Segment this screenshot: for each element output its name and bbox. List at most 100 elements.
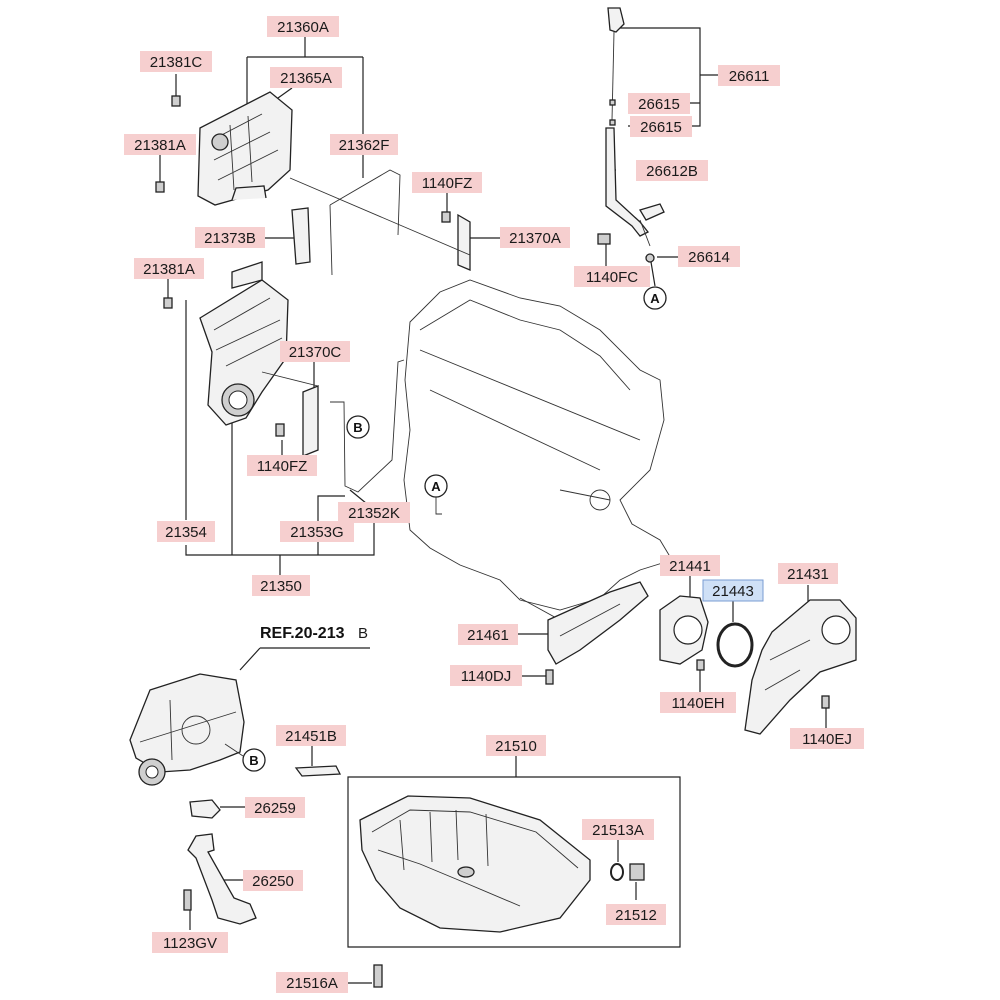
- label-21510[interactable]: 21510: [486, 735, 546, 756]
- timing-cover-gasket: [329, 169, 401, 276]
- label-21512-text: 21512: [615, 907, 657, 924]
- label-1123GV[interactable]: 1123GV: [152, 932, 228, 953]
- label-21513A-text: 21513A: [592, 822, 644, 839]
- circle-marker-b-mid: B: [346, 415, 370, 439]
- circle-marker-b-low: B: [224, 743, 266, 772]
- crank-rear-oil-seal: [716, 622, 754, 668]
- label-21362F-text: 21362F: [339, 137, 390, 154]
- circle-marker-a-top-text: A: [650, 291, 660, 306]
- label-26611-text: 26611: [729, 68, 770, 85]
- label-1140FZ-mid[interactable]: 1140FZ: [247, 455, 317, 476]
- label-21352K[interactable]: 21352K: [338, 502, 410, 523]
- lower-cover-gasket: [261, 371, 319, 457]
- label-21381A-mid[interactable]: 21381A: [134, 258, 204, 279]
- label-26611[interactable]: 26611: [718, 65, 780, 86]
- label-21510-text: 21510: [495, 738, 537, 755]
- label-1140DJ-text: 1140DJ: [461, 668, 512, 685]
- oil-pan-gasket: [547, 581, 649, 665]
- lower-timing-cover: [199, 261, 289, 426]
- label-1140EJ[interactable]: 1140EJ: [790, 728, 864, 749]
- rear-plate: [744, 599, 857, 735]
- label-21461[interactable]: 21461: [458, 624, 518, 645]
- upper-timing-cover: [197, 91, 293, 206]
- label-21370A-text: 21370A: [509, 230, 561, 247]
- label-21370A[interactable]: 21370A: [500, 227, 570, 248]
- label-21352K-text: 21352K: [348, 505, 400, 522]
- strainer-gasket: [189, 799, 221, 819]
- label-1140FZ-top-text: 1140FZ: [422, 175, 473, 192]
- oil-level-gauge: [597, 7, 665, 263]
- label-1140EH-text: 1140EH: [671, 695, 724, 712]
- label-21443[interactable]: 21443: [702, 579, 764, 602]
- label-21350[interactable]: 21350: [252, 575, 310, 596]
- cover-brackets: [289, 177, 471, 271]
- label-26612B-text: 26612B: [646, 163, 698, 180]
- label-21461-text: 21461: [467, 627, 509, 644]
- circle-marker-a-top: A: [643, 286, 667, 310]
- circle-marker-b-low-text: B: [249, 753, 258, 768]
- label-26250-text: 26250: [252, 873, 294, 890]
- label-21443-text: 21443: [712, 583, 754, 600]
- label-26615-b[interactable]: 26615: [630, 116, 692, 137]
- label-21513A[interactable]: 21513A: [582, 819, 654, 840]
- bolts-upper: [155, 95, 451, 437]
- rear-seal-housing: [659, 595, 709, 665]
- label-21370C[interactable]: 21370C: [280, 341, 350, 362]
- oil-pan: [359, 795, 591, 933]
- label-21353G-text: 21353G: [290, 524, 343, 541]
- label-21365A[interactable]: 21365A: [270, 67, 342, 88]
- label-1140EH[interactable]: 1140EH: [660, 692, 736, 713]
- part-labels: 21360A 21381C 21365A 21381A 21362F 1140F…: [124, 16, 864, 993]
- label-1140EJ-text: 1140EJ: [802, 731, 852, 748]
- label-26615-a-text: 26615: [638, 96, 680, 113]
- label-21441[interactable]: 21441: [660, 555, 720, 576]
- label-21516A-text: 21516A: [286, 975, 338, 992]
- label-21373B[interactable]: 21373B: [195, 227, 265, 248]
- label-21431-text: 21431: [787, 566, 829, 583]
- reference-note: REF.20-213 B: [260, 625, 368, 642]
- drain-plug-parts: [610, 863, 645, 881]
- circle-marker-b-mid-text: B: [353, 420, 362, 435]
- oil-strainer: [187, 833, 257, 925]
- label-26250[interactable]: 26250: [243, 870, 303, 891]
- label-21451B[interactable]: 21451B: [276, 725, 346, 746]
- label-21512[interactable]: 21512: [606, 904, 666, 925]
- label-21360A-text: 21360A: [277, 19, 329, 36]
- label-21381C[interactable]: 21381C: [140, 51, 212, 72]
- oil-pan-baffle-clip: [294, 765, 342, 777]
- label-26259[interactable]: 26259: [245, 797, 305, 818]
- label-21381A-top[interactable]: 21381A: [124, 134, 196, 155]
- label-1140FZ-top[interactable]: 1140FZ: [412, 172, 482, 193]
- circle-marker-a-mid-text: A: [431, 479, 441, 494]
- label-21451B-text: 21451B: [285, 728, 337, 745]
- label-1140DJ[interactable]: 1140DJ: [450, 665, 522, 686]
- circle-marker-a-mid: A: [424, 474, 448, 515]
- label-21381C-text: 21381C: [150, 54, 203, 71]
- label-1140FC[interactable]: 1140FC: [574, 266, 650, 287]
- label-1123GV-text: 1123GV: [163, 935, 217, 952]
- label-21381A-mid-text: 21381A: [143, 261, 195, 278]
- label-26614-text: 26614: [688, 249, 730, 266]
- label-21373B-text: 21373B: [204, 230, 256, 247]
- label-21516A[interactable]: 21516A: [276, 972, 348, 993]
- label-21354-text: 21354: [165, 524, 207, 541]
- label-21431[interactable]: 21431: [778, 563, 838, 584]
- label-26614[interactable]: 26614: [678, 246, 740, 267]
- bolts-lower: [183, 659, 830, 988]
- label-26615-b-text: 26615: [640, 119, 682, 136]
- label-1140FC-text: 1140FC: [586, 269, 638, 286]
- reference-text: REF.20-213: [260, 625, 345, 642]
- label-21353G[interactable]: 21353G: [280, 521, 354, 542]
- label-21365A-text: 21365A: [280, 70, 332, 87]
- label-21360A[interactable]: 21360A: [267, 16, 339, 37]
- label-26259-text: 26259: [254, 800, 296, 817]
- label-21354[interactable]: 21354: [157, 521, 215, 542]
- label-21381A-top-text: 21381A: [134, 137, 186, 154]
- label-26612B[interactable]: 26612B: [636, 160, 708, 181]
- label-21370C-text: 21370C: [289, 344, 342, 361]
- reference-suffix: B: [358, 625, 368, 642]
- label-26615-a[interactable]: 26615: [628, 93, 690, 114]
- label-21350-text: 21350: [260, 578, 302, 595]
- label-21362F[interactable]: 21362F: [330, 134, 398, 155]
- dipstick-hose: [330, 359, 405, 493]
